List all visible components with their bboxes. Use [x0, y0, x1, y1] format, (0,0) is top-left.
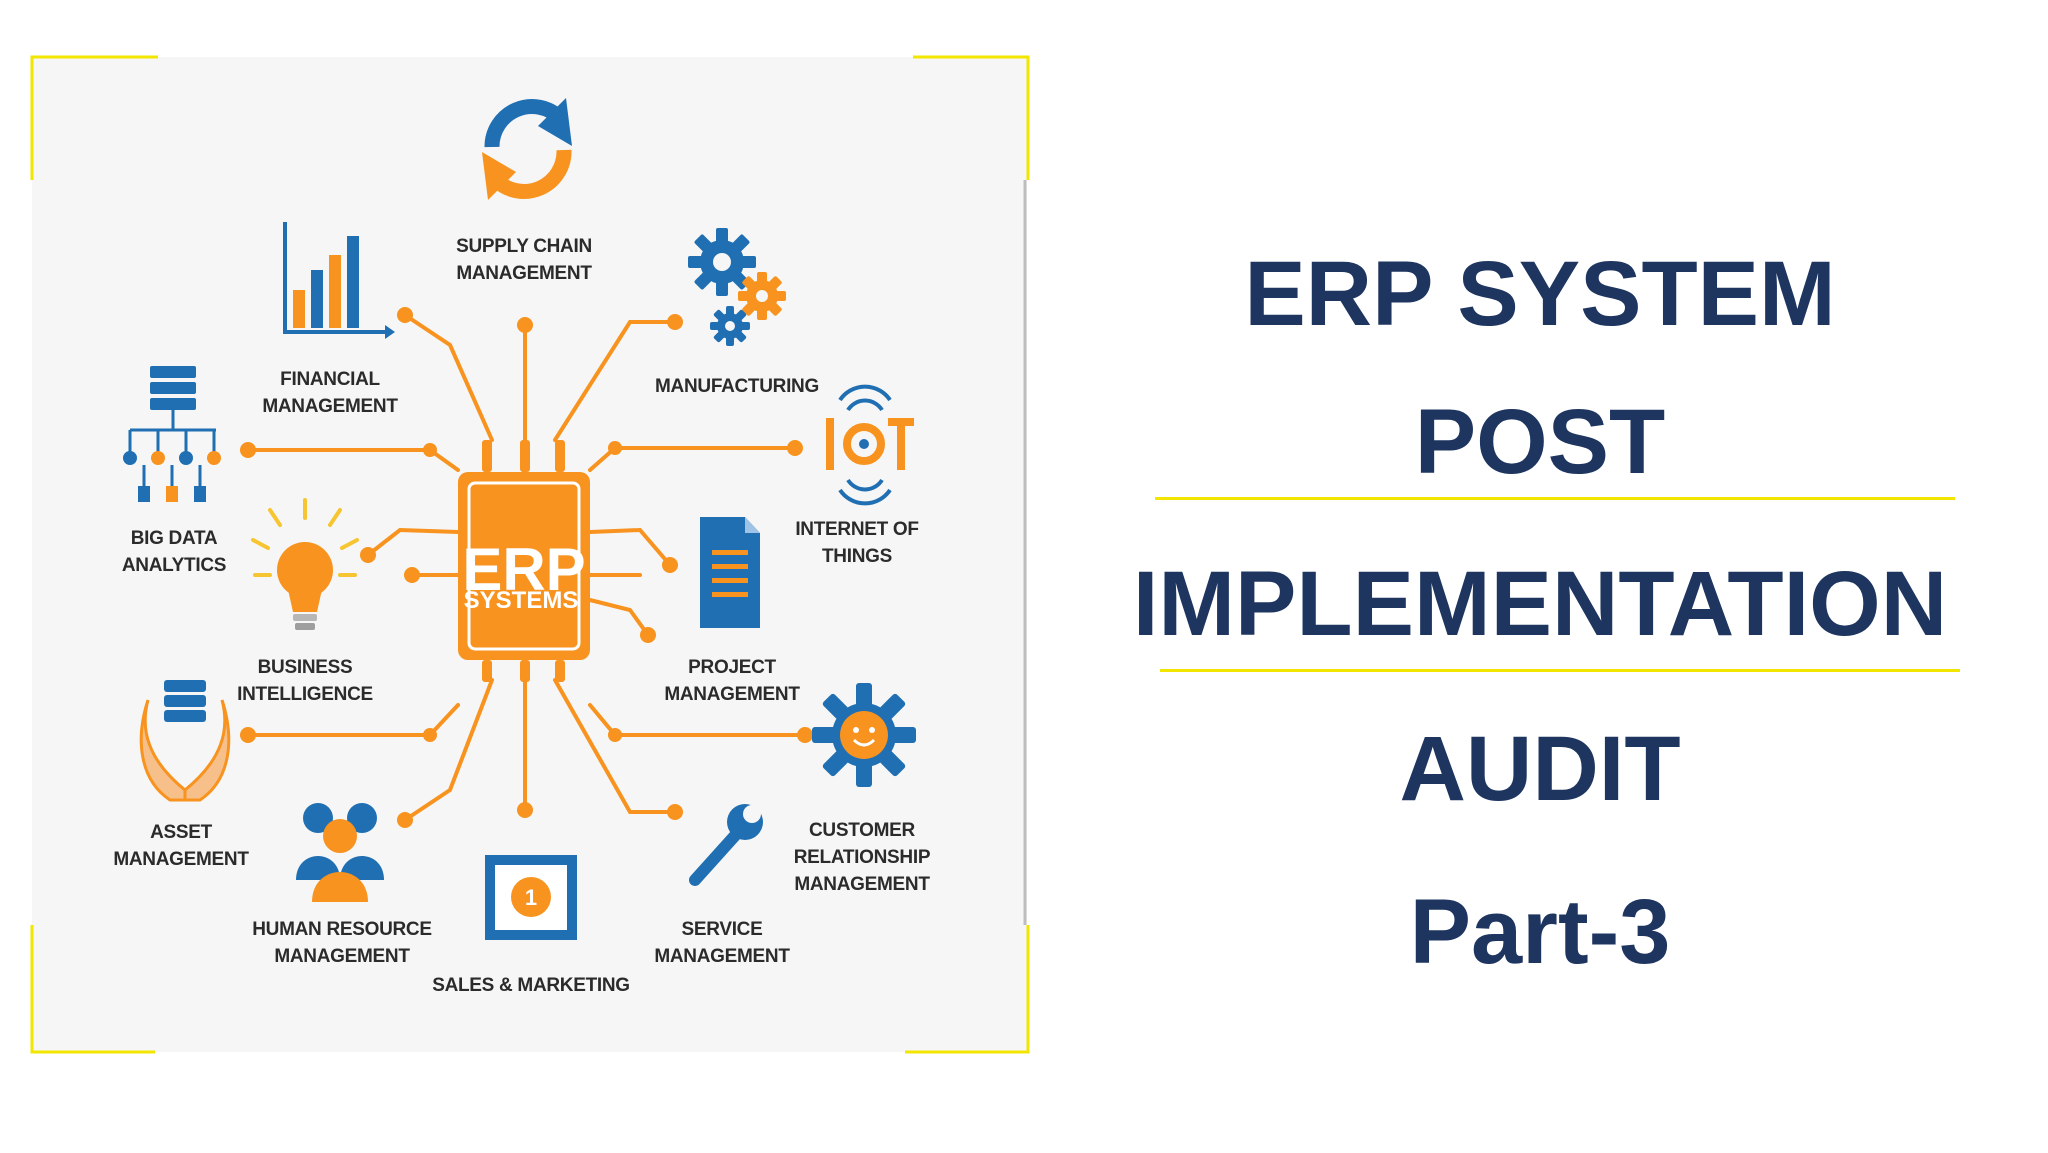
- banknote-number: 1: [525, 885, 537, 910]
- title-line-5: Part-3: [1409, 881, 1671, 983]
- financial-label-1: FINANCIAL: [280, 369, 380, 390]
- bar-chart-icon: [283, 222, 395, 339]
- erp-chip-subtitle: SYSTEMS: [464, 587, 579, 614]
- big-data-label-2: ANALYTICS: [122, 555, 226, 576]
- erp-chip-title: ERP: [462, 536, 585, 603]
- bi-label-2: INTELLIGENCE: [237, 684, 373, 705]
- service-label-1: SERVICE: [682, 919, 763, 940]
- wrench-icon: [689, 804, 763, 886]
- sales-label: SALES & MARKETING: [432, 975, 630, 996]
- erp-chip: ERP SYSTEMS: [458, 440, 590, 682]
- title-line-4: AUDIT: [1399, 718, 1681, 820]
- title-line-2: POST: [1414, 391, 1666, 493]
- asset-label-2: MANAGEMENT: [113, 849, 249, 870]
- gears-icon: [688, 228, 786, 346]
- iot-label-2: THINGS: [822, 546, 892, 567]
- hr-label-2: MANAGEMENT: [274, 946, 410, 967]
- light-bulb-icon: [251, 498, 359, 630]
- service-label-2: MANAGEMENT: [654, 946, 790, 967]
- title-line-3: IMPLEMENTATION: [1132, 553, 1948, 655]
- project-label-2: MANAGEMENT: [664, 684, 800, 705]
- supply-chain-label-2: MANAGEMENT: [456, 263, 592, 284]
- title-divider-2: [1160, 669, 1960, 672]
- crm-label-2: RELATIONSHIP: [794, 847, 931, 868]
- supply-chain-icon: [482, 98, 572, 200]
- supply-chain-label-1: SUPPLY CHAIN: [456, 236, 592, 257]
- document-icon: [700, 517, 760, 628]
- banknote-icon: 1: [485, 855, 577, 940]
- asset-label-1: ASSET: [150, 822, 213, 843]
- bi-label-1: BUSINESS: [258, 657, 353, 678]
- people-icon: [296, 803, 384, 902]
- server-tree-icon: [123, 366, 221, 502]
- manufacturing-label: MANUFACTURING: [655, 376, 819, 397]
- project-label-1: PROJECT: [688, 657, 776, 678]
- crm-label-1: CUSTOMER: [809, 820, 916, 841]
- crm-gear-icon: [812, 683, 916, 787]
- title-divider-1: [1155, 497, 1955, 500]
- hands-database-icon: [139, 680, 231, 802]
- hr-label-1: HUMAN RESOURCE: [252, 919, 431, 940]
- iot-label-1: INTERNET OF: [795, 519, 918, 540]
- iot-icon: [826, 384, 914, 506]
- corner-frame: [30, 55, 1030, 1054]
- crm-label-3: MANAGEMENT: [794, 874, 930, 895]
- circuit-nodes: [240, 307, 813, 828]
- big-data-label-1: BIG DATA: [131, 528, 218, 549]
- erp-diagram: ERP SYSTEMS SUPPLY CHAIN MANAGEMENT FINA…: [30, 55, 1030, 1054]
- financial-label-2: MANAGEMENT: [262, 396, 398, 417]
- title-line-1: ERP SYSTEM: [1244, 243, 1836, 345]
